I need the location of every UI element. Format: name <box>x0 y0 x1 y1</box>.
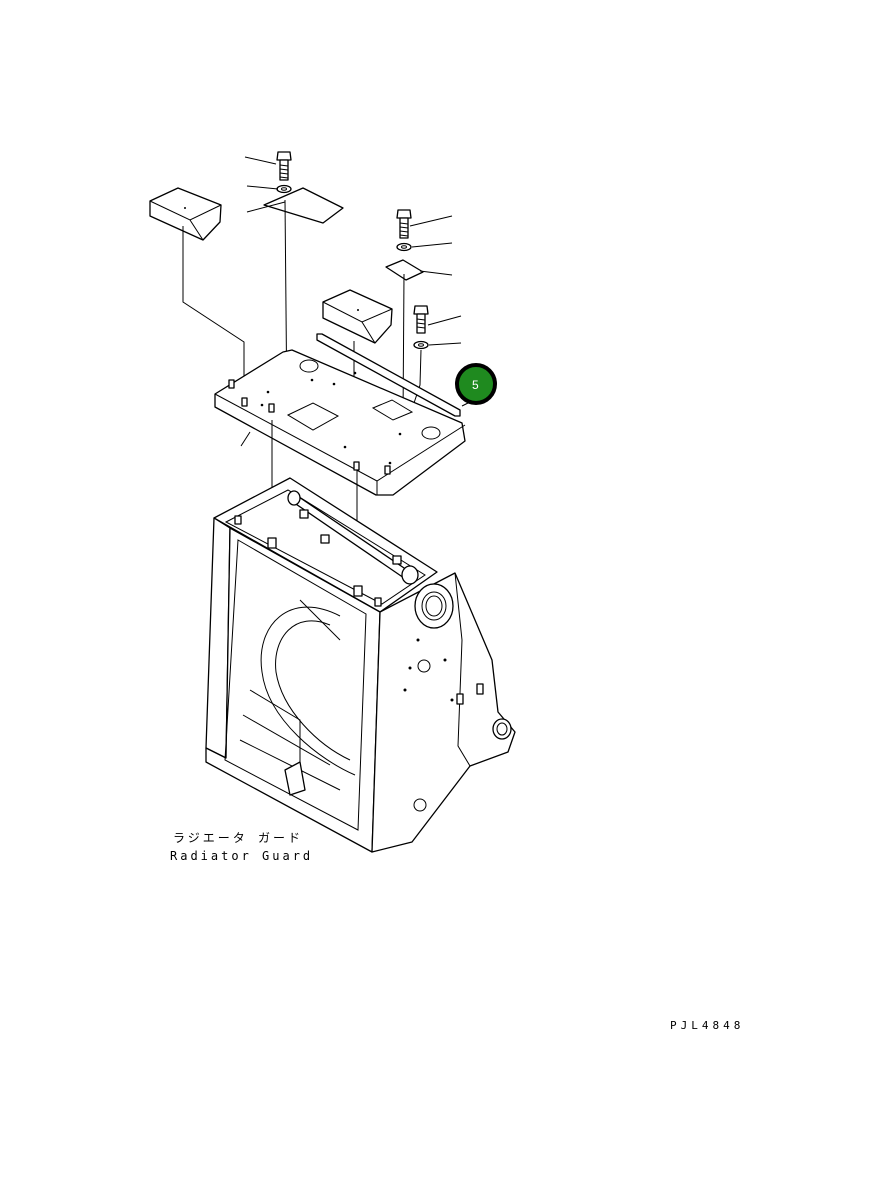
cover-plate-right <box>385 259 424 281</box>
washer-right-lower <box>413 340 429 350</box>
rubber-block-right <box>322 289 393 344</box>
leader-block-left <box>182 226 245 385</box>
caption-english: Radiator Guard <box>170 849 313 863</box>
bolt-right-lower <box>413 305 429 334</box>
cover-plate-left <box>263 187 344 224</box>
leader-plate <box>240 431 251 447</box>
guard-top-plate <box>214 349 466 496</box>
washer-right-upper <box>396 242 412 252</box>
bolt-right-upper <box>396 209 412 239</box>
radiator-guard-frame <box>205 477 516 853</box>
washer-left <box>276 184 292 194</box>
caption-japanese: ラジエータ ガード <box>173 831 303 845</box>
rubber-block-left <box>149 187 222 241</box>
bolt-left <box>276 151 292 181</box>
callout-badge-5[interactable]: 5 <box>455 363 497 405</box>
drawing-id: PJL4848 <box>670 1019 744 1032</box>
callout-number: 5 <box>472 378 479 392</box>
leader-lines-right-upper <box>402 215 453 421</box>
